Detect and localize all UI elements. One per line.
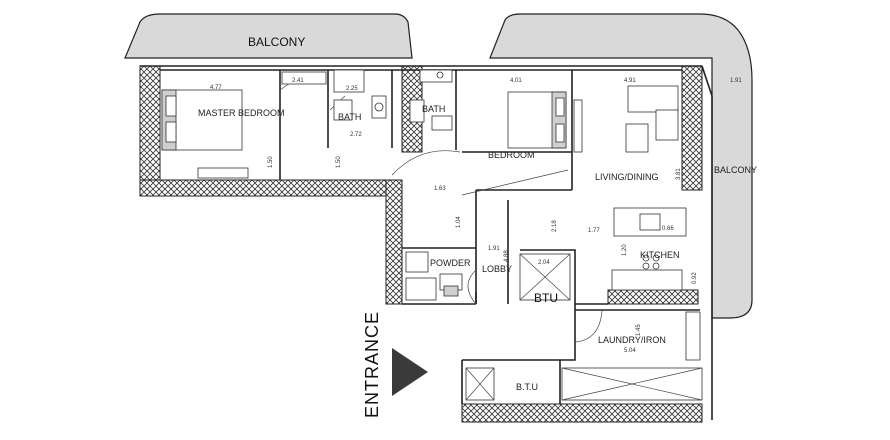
dim-4-01: 4.01	[510, 78, 522, 84]
label-bath-1: BATH	[338, 112, 361, 122]
dim-0-92: 0.92	[692, 272, 698, 284]
dim-1-63: 1.63	[434, 186, 446, 192]
dim-1-50-b: 1.50	[336, 156, 342, 168]
dim-1-91: 1.91	[730, 78, 742, 84]
dim-1-20: 1.20	[622, 244, 628, 256]
label-master-bedroom: MASTER BEDROOM	[198, 108, 285, 118]
dim-3-81: 3.81	[676, 168, 682, 180]
powder-fixtures	[405, 251, 463, 301]
label-entrance: ENTRANCE	[362, 311, 382, 418]
label-laundry: LAUNDRY/IRON	[598, 335, 666, 345]
bath-1-fixtures	[333, 69, 387, 121]
balcony-top-right	[489, 13, 753, 319]
dim-5-04: 5.04	[624, 348, 636, 354]
dim-1-45: 1.45	[636, 324, 642, 336]
label-bath-2: BATH	[422, 104, 445, 114]
label-btu-2: B.T.U	[516, 382, 538, 392]
dim-2-04: 2.04	[538, 260, 550, 266]
dim-2-41: 2.41	[292, 78, 304, 84]
label-btu-1: BTU	[534, 291, 558, 305]
dim-2-72: 2.72	[350, 132, 362, 138]
dim-1-50-a: 1.50	[268, 156, 274, 168]
dim-1-04: 1.04	[456, 216, 462, 228]
bath-2-fixtures	[409, 69, 453, 131]
dim-0-66: 0.66	[662, 226, 674, 232]
entrance-arrow-icon	[392, 348, 428, 396]
label-balcony-right: BALCONY	[714, 165, 757, 175]
balcony-top-left	[124, 13, 413, 59]
label-kitchen: KITCHEN	[640, 250, 680, 260]
dim-4-91: 4.91	[624, 78, 636, 84]
dim-2-25: 2.25	[346, 86, 358, 92]
btu-closets	[465, 253, 703, 401]
living-furniture	[611, 85, 687, 291]
label-bedroom: BEDROOM	[488, 150, 535, 160]
master-bedroom-furniture	[161, 71, 327, 179]
interior-walls	[279, 70, 700, 311]
dim-1-77: 1.77	[588, 228, 600, 234]
dim-4-88: 4.88	[504, 250, 510, 262]
dim-4-77: 4.77	[210, 85, 222, 91]
label-living-dining: LIVING/DINING	[595, 172, 659, 182]
dim-1-91-b: 1.91	[488, 246, 500, 252]
label-balcony-top: BALCONY	[248, 35, 305, 49]
label-lobby: LOBBY	[482, 264, 512, 274]
laundry-fixtures	[685, 311, 701, 361]
label-powder: POWDER	[430, 258, 471, 268]
dim-2-18: 2.18	[552, 220, 558, 232]
bedroom-furniture	[507, 91, 583, 153]
